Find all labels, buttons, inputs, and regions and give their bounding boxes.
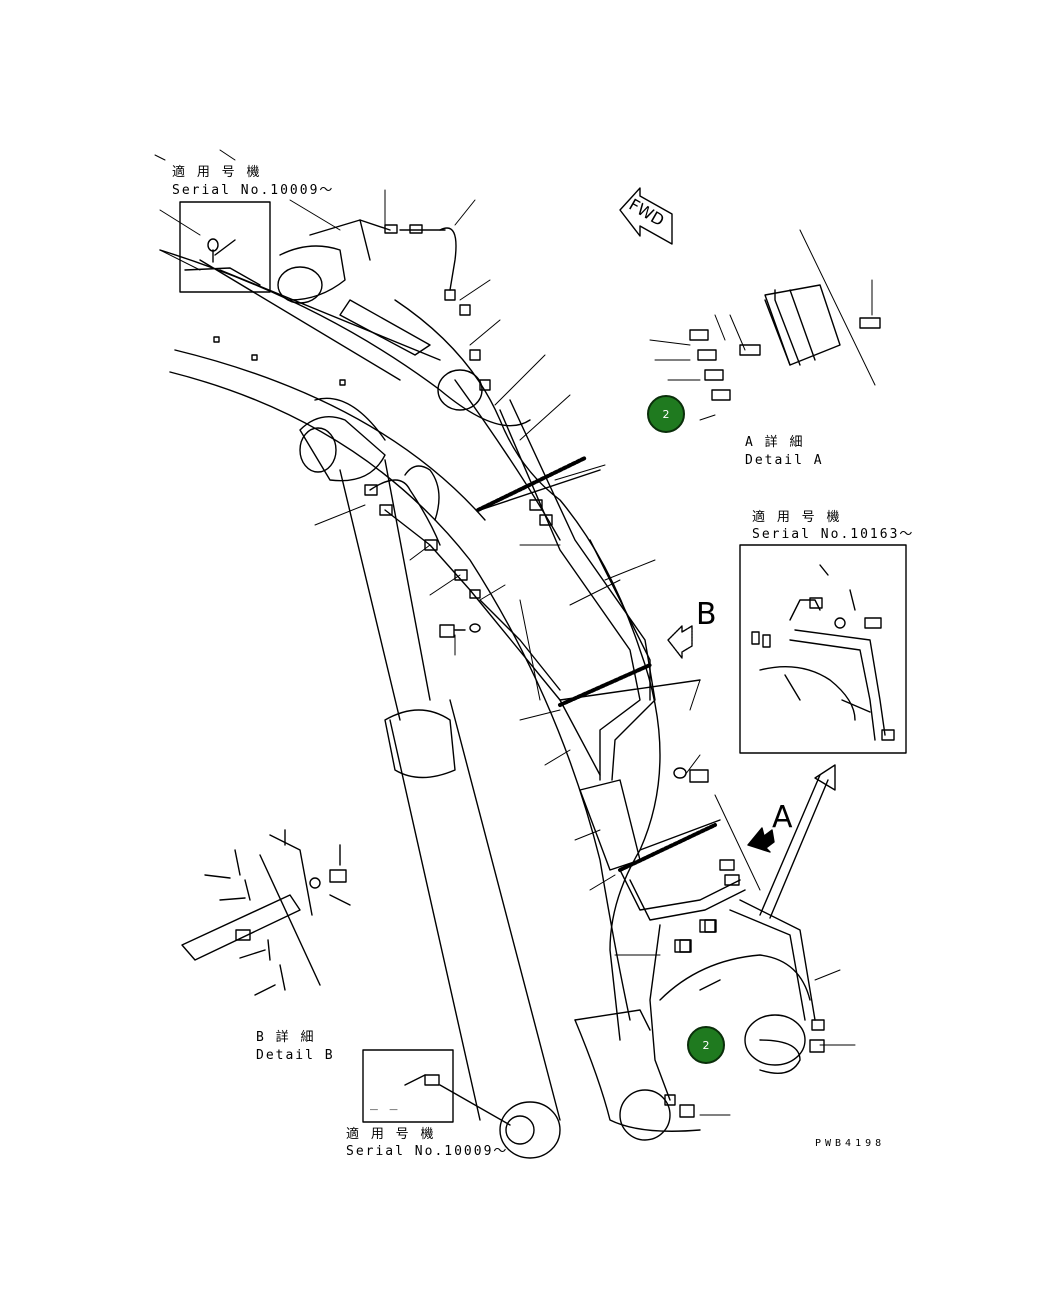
view-b-letter: B <box>696 597 717 632</box>
view-b-arrow <box>667 625 693 659</box>
detail-b-title-jp: B 詳 細 <box>256 1030 316 1045</box>
serial-note-right-jp: 適 用 号 機 <box>752 510 842 525</box>
serial-note-bottom-en: Serial No.10009～ <box>346 1144 509 1159</box>
inset-bottom-parts <box>404 1074 511 1126</box>
boom-outline <box>159 249 811 1141</box>
detail-b-title-en: Detail B <box>256 1048 335 1063</box>
serial-note-top-left-jp: 適 用 号 機 <box>172 165 262 180</box>
inset-box-bottom <box>362 1049 454 1123</box>
direction-arrow <box>759 764 836 919</box>
serial-note-right-en: Serial No.10163～ <box>752 527 915 542</box>
serial-note-top-left-en: Serial No.10009～ <box>172 183 335 198</box>
leader-lines <box>154 149 876 1116</box>
clamp-bars <box>476 456 717 872</box>
boom-piping <box>479 399 816 1101</box>
detail-b-parts <box>181 829 351 996</box>
callout-marker-upper[interactable]: 2 <box>647 395 685 433</box>
inset-box-top-left <box>179 201 271 293</box>
view-a-arrow <box>747 827 775 853</box>
detail-a-title-en: Detail A <box>745 453 824 468</box>
serial-note-bottom-jp: 適 用 号 機 <box>346 1127 436 1142</box>
drawing-code: PWB4198 <box>815 1138 886 1149</box>
boom-cylinder <box>299 397 561 1159</box>
detail-a-block <box>764 284 841 366</box>
top-pin-assembly <box>199 219 483 411</box>
bracket-parts <box>679 919 721 991</box>
inset-box-right <box>739 544 907 754</box>
detail-a-title-jp: A 詳 細 <box>745 435 805 450</box>
fwd-arrow <box>619 187 673 245</box>
hose-routing <box>359 219 601 776</box>
bottom-inset-text: _ _ <box>370 1096 400 1111</box>
inset-top-left-parts <box>184 238 261 286</box>
callout-marker-lower[interactable]: 2 <box>687 1026 725 1064</box>
inset-right-parts <box>751 564 895 741</box>
fittings <box>213 224 882 1118</box>
view-a-letter: A <box>772 800 793 835</box>
